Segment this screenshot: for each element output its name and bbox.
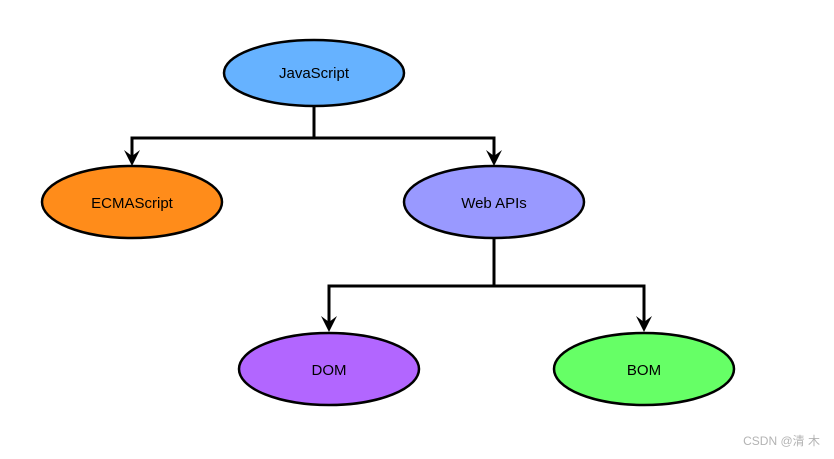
arrowheads-level-1 [124,150,502,166]
node-dom-label: DOM [312,362,347,379]
watermark-text: CSDN @清 木 [743,434,820,448]
arrowhead-webapis [486,150,502,166]
node-bom-label: BOM [627,362,661,379]
connector-javascript-children [130,106,496,160]
node-dom: DOM [237,331,421,407]
node-webapis-label: Web APIs [461,195,527,212]
node-ecmascript-label: ECMAScript [91,195,174,212]
node-bom-shape [552,331,736,407]
node-javascript: JavaScript [222,38,406,108]
node-webapis-shape [402,164,586,240]
arrowhead-dom [321,316,337,332]
node-bom: BOM [552,331,736,407]
edge-webapis-to-bom [494,284,646,326]
arrowheads-level-2 [321,316,652,332]
arrowhead-ecmascript [124,150,140,166]
node-javascript-label: JavaScript [279,65,350,82]
node-javascript-shape [222,38,406,108]
connector-webapis-children [327,238,646,326]
node-webapis: Web APIs [402,164,586,240]
arrowhead-bom [636,316,652,332]
edge-javascript-to-webapis [314,136,496,160]
node-ecmascript: ECMAScript [40,164,224,240]
edge-webapis-to-dom [327,238,496,326]
node-dom-shape [237,331,421,407]
edge-javascript-to-ecmascript [130,106,316,160]
node-ecmascript-shape [40,164,224,240]
